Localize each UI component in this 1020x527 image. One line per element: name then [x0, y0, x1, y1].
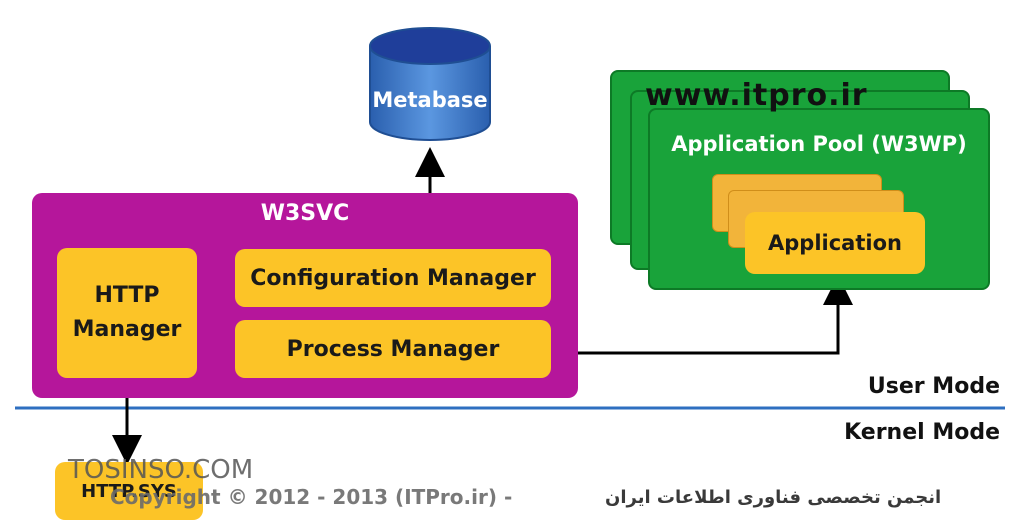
w3svc-title: W3SVC — [260, 201, 350, 226]
http-sys-box: HTTP.SYS — [55, 462, 203, 520]
process-to-application-arrow — [552, 275, 853, 355]
application-box: Application — [745, 212, 925, 274]
configuration-manager-box: Configuration Manager — [235, 249, 551, 307]
copyright-text: Copyright © 2012 - 2013 (ITPro.ir) - — [110, 485, 513, 509]
kernel-mode-label: Kernel Mode — [844, 420, 1000, 445]
application-label: Application — [768, 231, 902, 255]
http-manager-box: HTTP Manager — [57, 248, 197, 378]
process-manager-box: Process Manager — [235, 320, 551, 378]
user-mode-label: User Mode — [867, 374, 1000, 399]
tosinso-watermark: TOSINSO.COM — [68, 455, 254, 485]
metabase-label: Metabase — [372, 88, 488, 112]
http-manager-label-line1: HTTP — [94, 283, 160, 308]
persian-org-text: انجمن تخصصی فناوری اطلاعات ایران — [605, 487, 942, 508]
http-manager-label-line2: Manager — [72, 317, 182, 342]
metabase-database-icon — [369, 27, 491, 141]
w3svc-container: W3SVC HTTP Manager Configuration Manager… — [32, 193, 578, 398]
website-watermark: www.itpro.ir — [645, 78, 868, 113]
process-manager-label: Process Manager — [286, 336, 500, 362]
application-pool-title: Application Pool (W3WP) — [671, 132, 967, 156]
configuration-manager-label: Configuration Manager — [250, 265, 536, 291]
http-sys-label: HTTP.SYS — [81, 480, 177, 502]
